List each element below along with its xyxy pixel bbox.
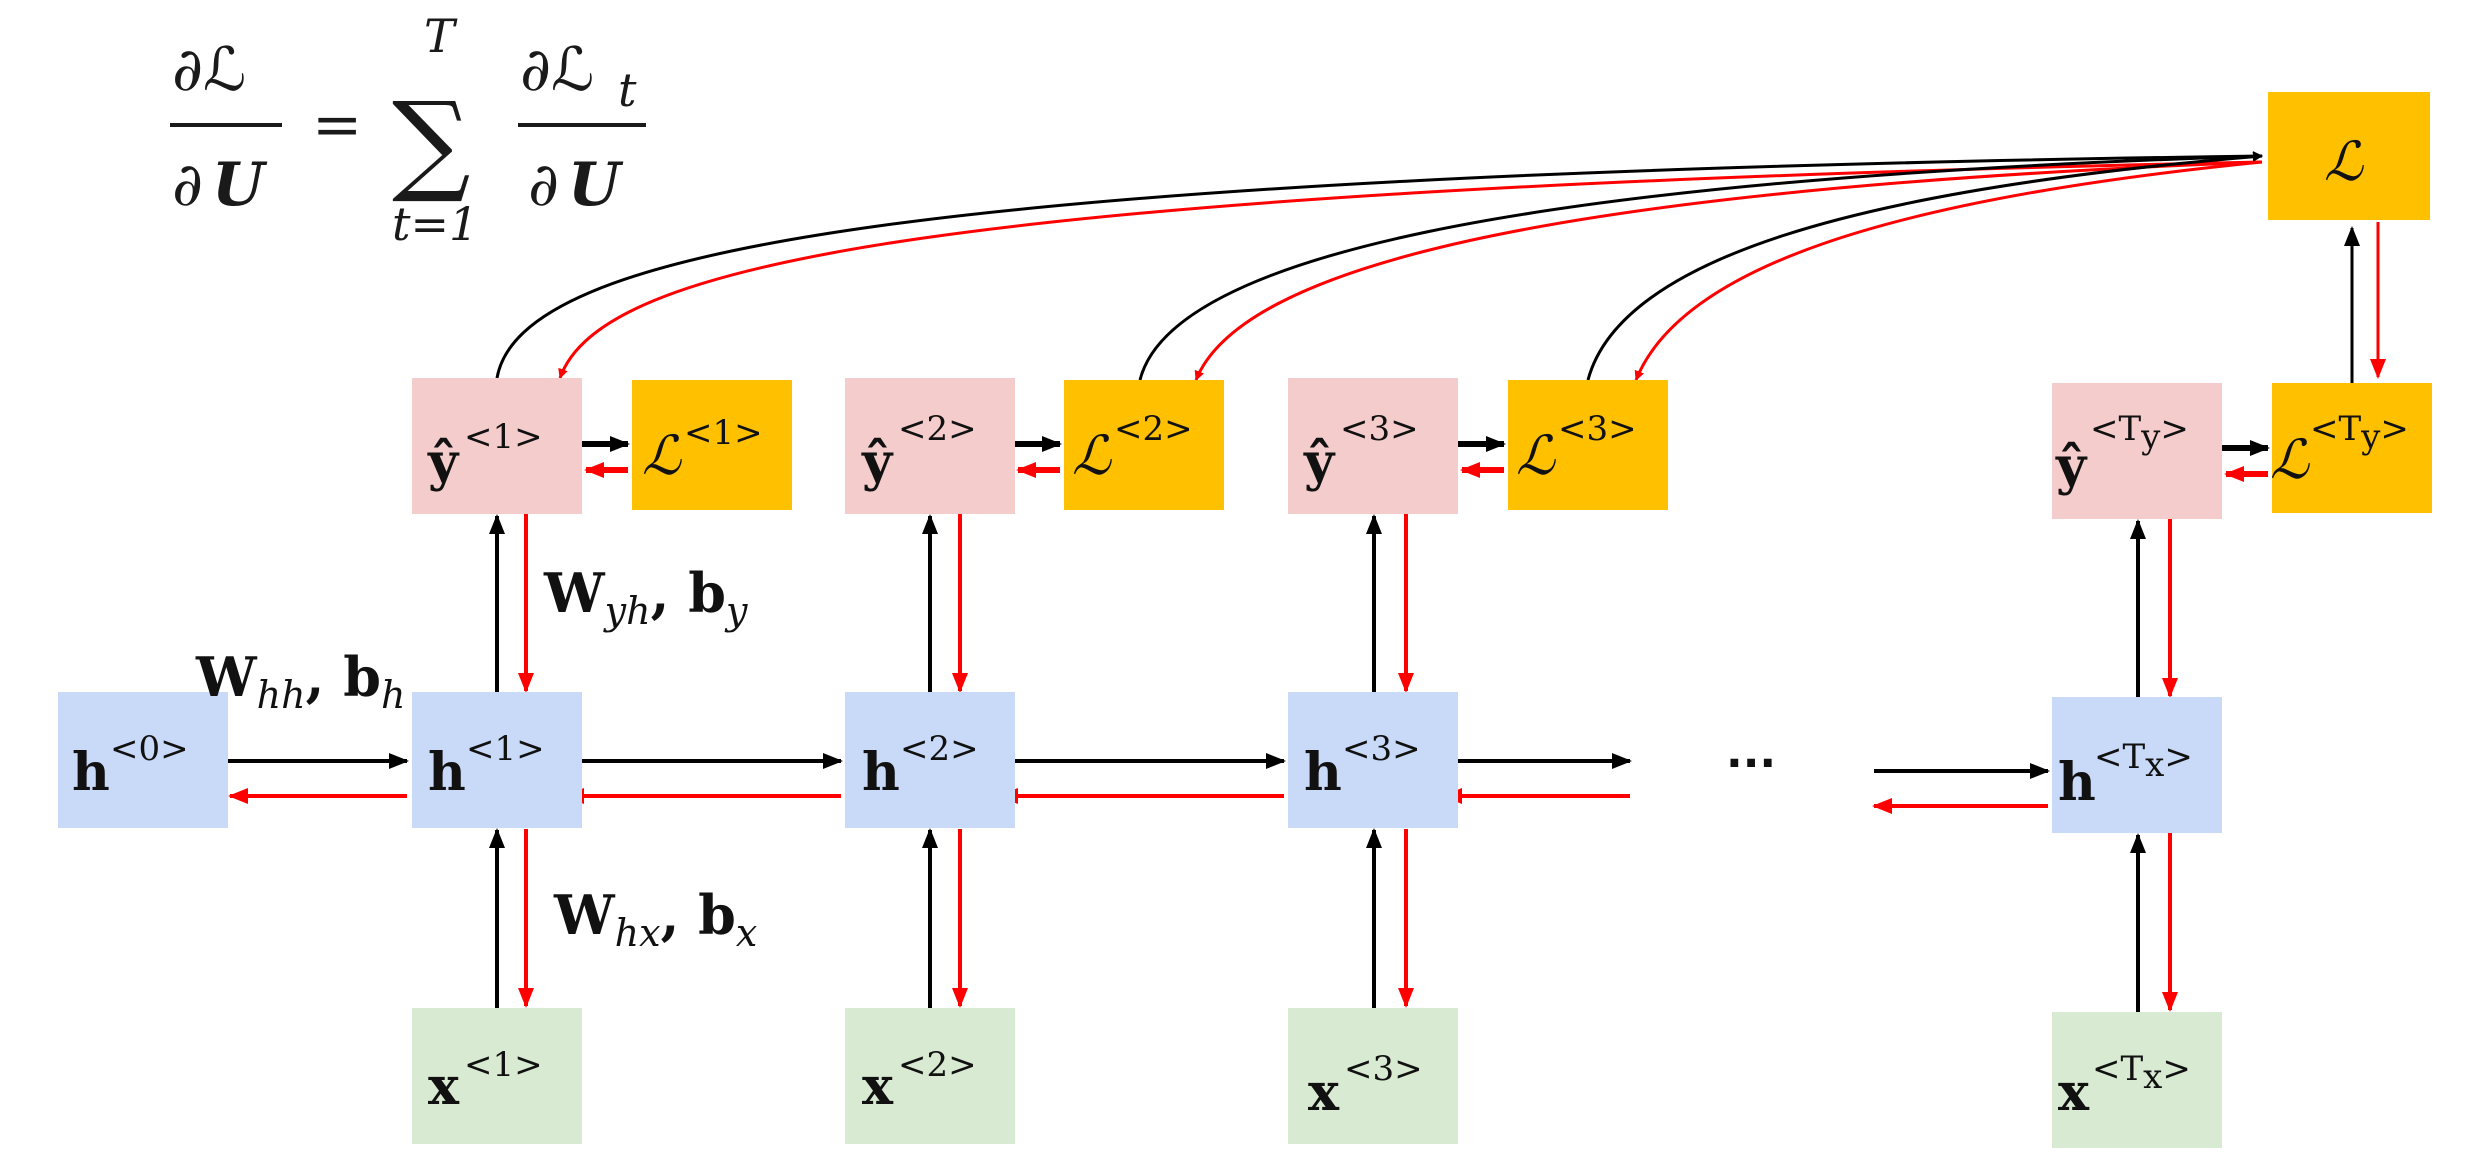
node-h0-base: h xyxy=(72,742,110,803)
node-h3: h <3> xyxy=(1288,692,1458,828)
backward-arc-L-to-L2 xyxy=(1194,160,2263,381)
param-why: Wyh, by xyxy=(543,561,748,633)
node-L1-base: ℒ xyxy=(642,424,682,487)
node-L1-sup: <1> xyxy=(684,413,763,453)
node-Lty-sup: <Ty> xyxy=(2310,409,2409,457)
node-h1: h <1> xyxy=(412,692,582,828)
forward-arc-y1-to-L xyxy=(495,151,2263,379)
eq-sum-upper: T xyxy=(424,9,458,63)
node-x1: x <1> xyxy=(412,1008,582,1144)
node-xtx-sup: <Tx> xyxy=(2092,1049,2191,1097)
node-y1: ŷ <1> xyxy=(412,378,582,514)
node-y2-base: ŷ xyxy=(861,432,894,493)
node-htx: h <Tx> xyxy=(2052,697,2222,833)
node-x3-sup: <3> xyxy=(1344,1049,1423,1089)
backward-arc-L-to-y1 xyxy=(558,160,2263,379)
node-h2: h <2> xyxy=(845,692,1015,828)
node-h1-base: h xyxy=(428,742,466,803)
node-xtx-base: x xyxy=(2058,1062,2090,1123)
node-y3-base: ŷ xyxy=(1303,432,1336,493)
node-x2: x <2> xyxy=(845,1008,1015,1144)
node-htx-base: h xyxy=(2058,752,2096,813)
sequence-ellipsis: ··· xyxy=(1726,738,1776,789)
node-h2-base: h xyxy=(862,742,900,803)
node-h1-sup: <1> xyxy=(466,729,545,769)
eq-lhs-den-partial: ∂ xyxy=(172,150,203,220)
eq-sum-symbol: ∑ xyxy=(392,78,471,206)
eq-sum-lower: t=1 xyxy=(392,197,478,251)
node-Lty-base: ℒ xyxy=(2270,428,2310,491)
arcs-to-total-loss xyxy=(495,151,2263,381)
node-y3-sup: <3> xyxy=(1340,409,1419,449)
node-L-total-base: ℒ xyxy=(2324,130,2364,193)
eq-lhs-den-var: U xyxy=(212,150,268,220)
node-x3: x <3> xyxy=(1288,1008,1458,1144)
node-y1-sup: <1> xyxy=(464,417,543,457)
node-L2-base: ℒ xyxy=(1072,424,1112,487)
node-h3-base: h xyxy=(1304,742,1342,803)
node-yty-base: ŷ xyxy=(2055,436,2088,497)
node-h0: h <0> xyxy=(58,692,228,828)
node-x2-base: x xyxy=(862,1056,894,1117)
loss-gradient-equation: ∂ℒ ∂ U = T ∑ t=1 ∂ℒ t ∂ U xyxy=(170,9,646,251)
node-yty-sup: <Ty> xyxy=(2090,409,2189,457)
node-y3: ŷ <3> xyxy=(1288,378,1458,514)
edges xyxy=(228,222,2386,1012)
node-Lty: ℒ <Ty> xyxy=(2270,383,2432,513)
node-y2-sup: <2> xyxy=(898,409,977,449)
node-x3-base: x xyxy=(1308,1062,1340,1123)
node-x2-sup: <2> xyxy=(898,1045,977,1085)
node-x1-sup: <1> xyxy=(464,1045,543,1085)
node-L-total: ℒ xyxy=(2268,92,2430,220)
node-h3-sup: <3> xyxy=(1342,729,1421,769)
node-L3-base: ℒ xyxy=(1516,424,1556,487)
node-x1-base: x xyxy=(428,1056,460,1117)
forward-arc-L3-to-L xyxy=(1586,151,2263,381)
eq-equals: = xyxy=(312,90,362,160)
nodes: h <0> h <1> h <2> h <3> h <Tx> x <1> xyxy=(58,92,2432,1148)
eq-rhs-numerator-sub: t xyxy=(618,63,637,117)
eq-rhs-numerator: ∂ℒ xyxy=(520,35,594,105)
param-whh: Whh, bh xyxy=(195,645,405,717)
backward-arc-L-to-L3 xyxy=(1634,160,2263,381)
forward-arc-L2-to-L xyxy=(1138,151,2263,381)
node-yty: ŷ <Ty> xyxy=(2052,383,2222,519)
node-L2-sup: <2> xyxy=(1114,409,1193,449)
node-L3: ℒ <3> xyxy=(1508,380,1668,510)
node-L2: ℒ <2> xyxy=(1064,380,1224,510)
parameter-labels: Wyh, by Whh, bh Whx, bx xyxy=(195,561,757,955)
eq-lhs-numerator: ∂ℒ xyxy=(172,35,246,105)
param-whx: Whx, bx xyxy=(553,883,757,955)
node-h2-sup: <2> xyxy=(900,729,979,769)
node-xtx: x <Tx> xyxy=(2052,1012,2222,1148)
node-h0-sup: <0> xyxy=(110,729,189,769)
node-y1-base: ŷ xyxy=(427,432,460,493)
node-y2: ŷ <2> xyxy=(845,378,1015,514)
node-L1: ℒ <1> xyxy=(632,380,792,510)
eq-rhs-den-partial: ∂ xyxy=(528,150,559,220)
node-htx-sup: <Tx> xyxy=(2094,737,2193,785)
eq-rhs-den-var: U xyxy=(568,150,624,220)
node-L3-sup: <3> xyxy=(1558,409,1637,449)
